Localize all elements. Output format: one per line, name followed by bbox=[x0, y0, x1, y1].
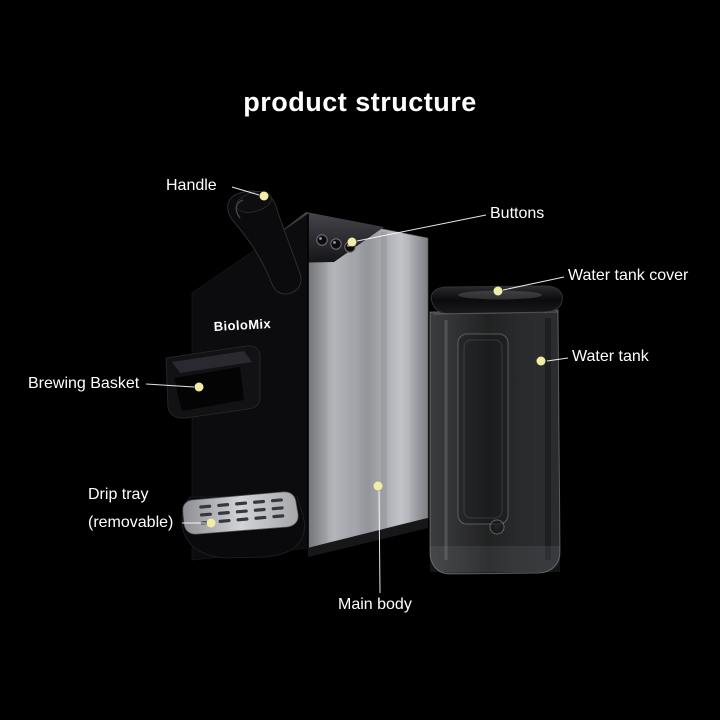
handle-callout-line bbox=[231, 186, 260, 196]
water-tank-callout-line bbox=[546, 357, 569, 362]
water-tank-cover-label: Water tank cover bbox=[568, 267, 689, 284]
coffee-machine: BioloMix bbox=[165, 190, 429, 561]
buttons-callout-dot bbox=[347, 237, 357, 247]
main-body-label: Main body bbox=[338, 596, 412, 613]
machine-buttons bbox=[316, 234, 356, 253]
brewing-basket-label: Brewing Basket bbox=[28, 375, 140, 392]
water-tank-label: Water tank bbox=[572, 348, 649, 365]
handle-callout-dot bbox=[259, 191, 269, 201]
callouts-overlay bbox=[145, 186, 569, 594]
water-tank-cover-part bbox=[430, 285, 563, 315]
drip-tray-label-line1: Drip tray bbox=[88, 486, 149, 503]
drip-tray-callout-dot bbox=[206, 518, 216, 528]
drip-tray-part bbox=[181, 491, 305, 559]
brewing-basket-callout-dot bbox=[194, 382, 204, 392]
water-tank-part bbox=[429, 285, 563, 575]
main-body-callout-line bbox=[378, 490, 381, 594]
drip-tray-label-line2: (removable) bbox=[88, 514, 174, 531]
water-tank-callout-dot bbox=[536, 356, 546, 366]
buttons-callout-line bbox=[356, 214, 487, 242]
handle-label: Handle bbox=[166, 177, 217, 194]
buttons-label: Buttons bbox=[490, 205, 545, 222]
brewing-basket-part bbox=[165, 345, 261, 419]
drip-tray-label: Drip tray (removable) bbox=[88, 481, 173, 537]
water-tank-cover-callout-line bbox=[502, 276, 565, 291]
main-body-callout-dot bbox=[373, 481, 383, 491]
brand-logo: BioloMix bbox=[213, 316, 271, 334]
water-tank-cover-callout-dot bbox=[493, 286, 503, 296]
brewing-basket-callout-line bbox=[145, 383, 195, 388]
callout-dots bbox=[194, 191, 546, 528]
page-title: product structure bbox=[243, 87, 477, 117]
main-body-panel bbox=[307, 213, 429, 557]
